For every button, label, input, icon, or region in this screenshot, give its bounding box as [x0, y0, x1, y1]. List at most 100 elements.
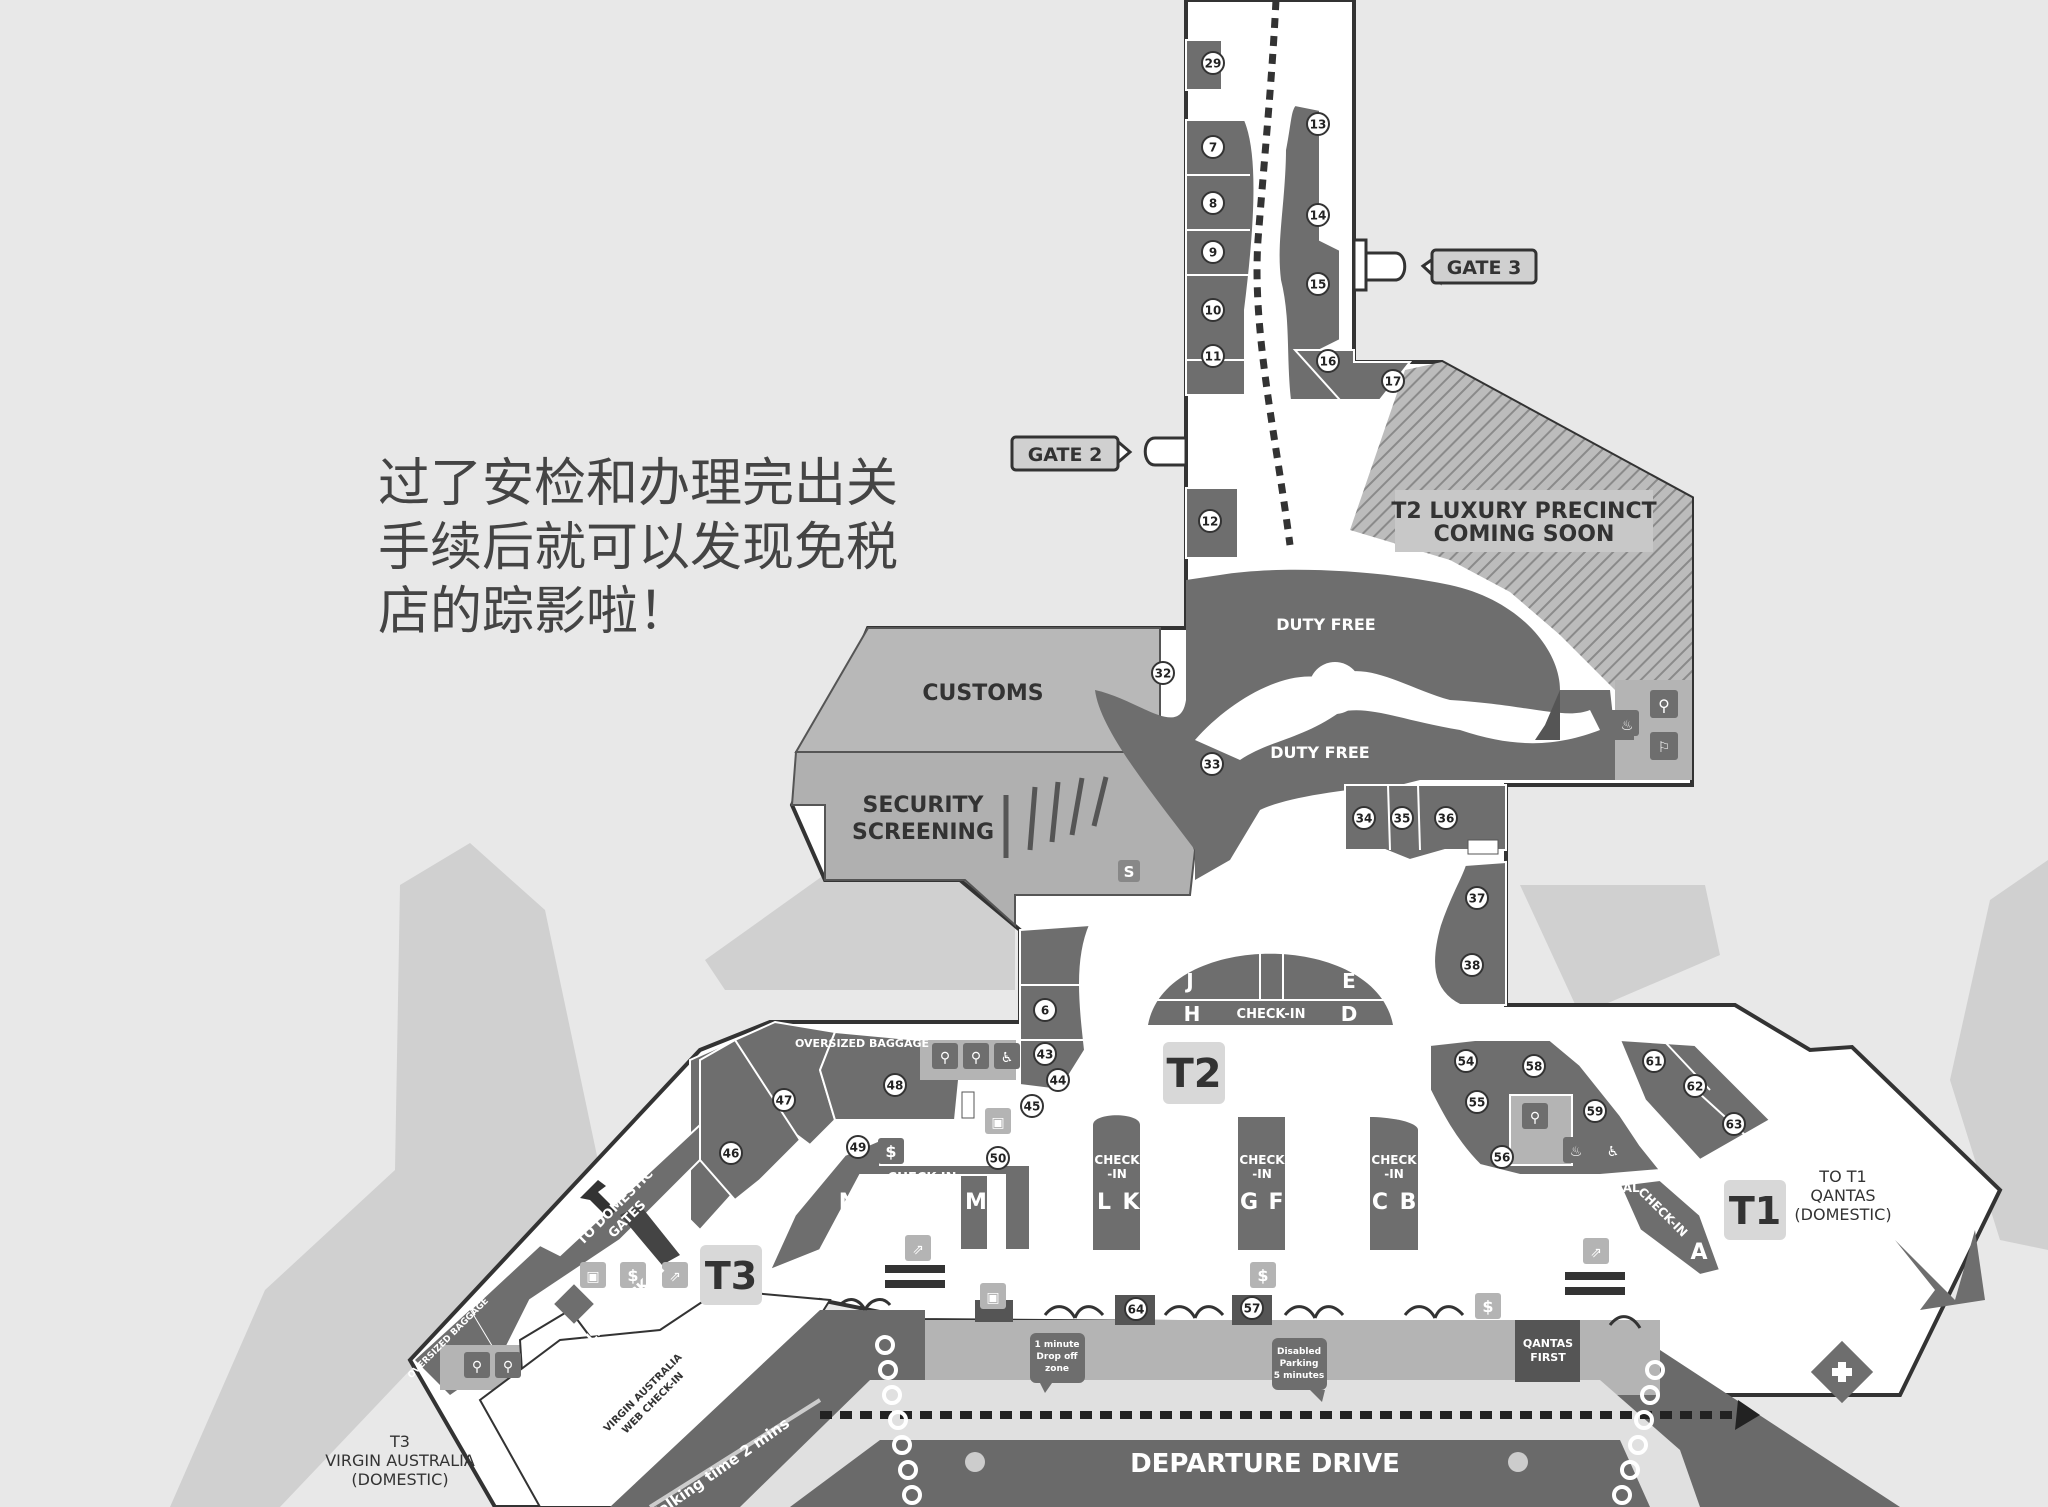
stairs-icon: [961, 1091, 975, 1119]
svg-text:♨: ♨: [1621, 718, 1634, 734]
shop-marker[interactable]: 50: [986, 1146, 1010, 1170]
departure-drive-label: DEPARTURE DRIVE: [1130, 1449, 1400, 1479]
disabled-parking-label: 5 minutes: [1274, 1371, 1324, 1381]
shop-marker-circle: [1722, 1112, 1746, 1136]
shop-marker[interactable]: 55: [1465, 1090, 1489, 1114]
shop-marker[interactable]: 13: [1306, 112, 1330, 136]
svg-text:⚲: ⚲: [1530, 1110, 1540, 1126]
direction-arrow-icon: [580, 1180, 616, 1218]
shop-marker[interactable]: 7: [1201, 135, 1225, 159]
gate-label[interactable]: GATE 3: [1447, 257, 1522, 279]
currency-exchange-icon: $: [620, 1262, 646, 1288]
shop-marker[interactable]: 59: [1583, 1099, 1607, 1123]
qantas-international-label: QANTAS INTERNATIONAL: [1472, 1181, 1640, 1195]
shop-marker[interactable]: 14: [1306, 203, 1330, 227]
zebra-crossing: [875, 1335, 1665, 1505]
svg-text:⚲: ⚲: [971, 1050, 981, 1066]
toilet-icon: ⚲: [464, 1352, 490, 1378]
shop-marker[interactable]: 9: [1201, 240, 1225, 264]
lift-icon: ▣: [580, 1262, 606, 1288]
checkin-letter: N: [839, 1190, 857, 1215]
shop-marker[interactable]: 45: [1020, 1094, 1044, 1118]
map-caption: 过了安检和办理完出关手续后就可以发现免税店的踪影啦！: [378, 454, 899, 642]
shop-marker[interactable]: 58: [1522, 1054, 1546, 1078]
t3-direction-label: T3: [389, 1432, 410, 1451]
direction-arrow-icon: [1895, 1230, 1985, 1310]
checkin-letter: H: [1184, 1002, 1201, 1026]
checkin-letter: E: [1342, 969, 1356, 993]
terminal-badges: [700, 1042, 1786, 1305]
shop-marker[interactable]: 12: [1198, 509, 1222, 533]
escalator-icon: ⇗: [662, 1262, 688, 1288]
checkin-label: CHECK-IN: [888, 1171, 957, 1186]
shop-marker[interactable]: 47: [772, 1088, 796, 1112]
shop-number: 56: [1494, 1151, 1511, 1165]
shop-marker[interactable]: 8: [1201, 191, 1225, 215]
shop-marker[interactable]: 17: [1381, 369, 1405, 393]
shop-marker[interactable]: 37: [1465, 886, 1489, 910]
shop-number: 61: [1646, 1055, 1663, 1069]
shop-marker-circle: [1240, 1296, 1264, 1320]
terminal-label[interactable]: T1: [1729, 1189, 1781, 1233]
shop-marker[interactable]: 54: [1454, 1049, 1478, 1073]
shop-marker[interactable]: 10: [1201, 298, 1225, 322]
shop-marker[interactable]: 43: [1033, 1042, 1057, 1066]
t1-direction-label: TO T1: [1818, 1167, 1866, 1186]
shop-marker[interactable]: 61: [1642, 1049, 1666, 1073]
shop-marker[interactable]: 57: [1240, 1296, 1264, 1320]
shop-number: 62: [1687, 1080, 1704, 1094]
terminal-label[interactable]: T3: [705, 1254, 757, 1298]
t3-virgin-block: [415, 1288, 832, 1507]
shop-marker[interactable]: 32: [1151, 661, 1175, 685]
shop-number: 9: [1209, 246, 1217, 260]
svg-text:♨: ♨: [1570, 1144, 1583, 1160]
shop-marker[interactable]: 64: [1124, 1297, 1148, 1321]
shop-marker[interactable]: 49: [846, 1135, 870, 1159]
shop-marker[interactable]: 35: [1390, 806, 1414, 830]
luxury-precinct-label: COMING SOON: [1434, 522, 1615, 547]
shop-number: 64: [1128, 1303, 1145, 1317]
shop-marker-circle: [1583, 1099, 1607, 1123]
shop-marker[interactable]: 6: [1033, 998, 1057, 1022]
duty-free-label: DUTY FREE: [1276, 615, 1375, 634]
shop-marker[interactable]: 44: [1046, 1068, 1070, 1092]
accessible-toilet-icon: ♿: [1600, 1137, 1626, 1163]
terminal-label[interactable]: T2: [1166, 1051, 1221, 1097]
shop-marker-circle: [1490, 1145, 1514, 1169]
terminal-doors: [838, 1298, 1642, 1329]
customs-security-zone: S: [790, 627, 1197, 928]
shop-number: 46: [723, 1147, 740, 1161]
shop-marker[interactable]: 56: [1490, 1145, 1514, 1169]
shop-marker[interactable]: 48: [883, 1073, 907, 1097]
dropoff-label: 1 minute: [1034, 1340, 1079, 1350]
shop-marker[interactable]: 34: [1352, 806, 1376, 830]
shop-marker[interactable]: 33: [1200, 752, 1224, 776]
svg-text:$: $: [885, 1142, 896, 1161]
shop-marker[interactable]: 11: [1201, 344, 1225, 368]
shop-number: 34: [1356, 812, 1373, 826]
checkin-label: CHECK: [1371, 1153, 1417, 1167]
toilet-icon: ⚲: [932, 1043, 958, 1069]
direction-arrow-icon: [1735, 1400, 1760, 1430]
shop-marker-circle: [1390, 806, 1414, 830]
shop-marker[interactable]: 46: [719, 1141, 743, 1165]
shop-marker[interactable]: 15: [1306, 272, 1330, 296]
shop-marker[interactable]: 63: [1722, 1112, 1746, 1136]
shop-marker[interactable]: 62: [1683, 1074, 1707, 1098]
shop-number: 54: [1458, 1055, 1475, 1069]
lift-icon: ▣: [985, 1108, 1011, 1134]
surrounding-buildings: [170, 843, 2048, 1507]
shop-number: 15: [1310, 278, 1327, 292]
shop-marker[interactable]: 38: [1460, 953, 1484, 977]
shop-marker-circle: [1381, 369, 1405, 393]
checkin-letter: A: [1690, 1240, 1707, 1265]
checkin-bars: [1093, 1115, 1418, 1250]
shop-marker-circle: [1151, 661, 1175, 685]
shop-marker[interactable]: 36: [1434, 806, 1458, 830]
shop-marker-circle: [1201, 240, 1225, 264]
gate-label[interactable]: GATE 2: [1028, 444, 1103, 466]
shop-marker[interactable]: 29: [1201, 51, 1225, 75]
svg-text:▣: ▣: [991, 1115, 1004, 1131]
duty-free-label: DUTY FREE: [1270, 743, 1369, 762]
shop-marker[interactable]: 16: [1316, 349, 1340, 373]
